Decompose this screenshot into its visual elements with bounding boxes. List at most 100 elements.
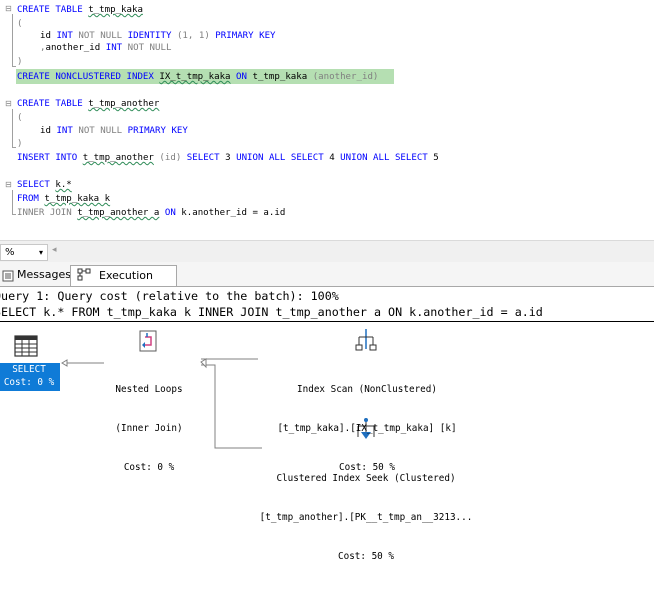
code-line-12: SELECT k.* — [17, 178, 72, 192]
keyword: NOT NULL — [78, 31, 123, 41]
select-node[interactable]: SELECT Cost: 0 % — [0, 363, 60, 391]
paren: ( — [17, 19, 23, 29]
keyword: INT — [56, 126, 73, 136]
keyword: NOT NULL — [78, 126, 123, 136]
code-line-9: id INT NOT NULL PRIMARY KEY — [40, 124, 188, 138]
keyword: ON — [164, 208, 176, 218]
arrowhead — [200, 358, 207, 369]
tab-messages[interactable]: Messages — [0, 265, 71, 285]
keyword: INT — [56, 31, 73, 41]
code-line-7: CREATE TABLE t_tmp_another — [17, 97, 159, 111]
nested-loops-icon[interactable] — [139, 330, 157, 352]
execution-plan-icon — [77, 268, 91, 281]
paren: ) — [17, 139, 23, 149]
outline-guide-end — [12, 147, 16, 148]
index-scan-object: [t_tmp_kaka].[IX_t_tmp_kaka] [k] — [277, 423, 457, 434]
literal: 3 — [225, 153, 231, 163]
zoom-value: % — [5, 247, 15, 258]
index-scan-cost: Cost: 50 % — [339, 462, 395, 473]
results-tabs: Messages Execution plan — [0, 262, 654, 302]
outline-guide — [12, 190, 13, 214]
query-text-line: SELECT k.* FROM t_tmp_kaka k INNER JOIN … — [0, 305, 543, 319]
identifier: t_tmp_kaka k — [44, 194, 111, 204]
identifier: t_tmp_another — [88, 99, 160, 109]
keyword: SELECT — [186, 153, 220, 163]
keyword: UNION ALL — [340, 153, 390, 163]
collapse-icon[interactable]: ⊟ — [5, 99, 12, 108]
code-line-6: CREATE NONCLUSTERED INDEX IX_t_tmp_kaka … — [17, 70, 378, 84]
literal: 5 — [433, 153, 439, 163]
chevron-down-icon: ▾ — [38, 248, 43, 257]
comma: , — [40, 43, 46, 53]
index-seek-node[interactable]: Clustered Index Seek (Clustered) [t_tmp_… — [236, 446, 496, 589]
arrowhead — [61, 359, 68, 367]
outline-guide — [12, 109, 13, 147]
code-line-3: id INT NOT NULL IDENTITY (1, 1) PRIMARY … — [40, 29, 276, 43]
keyword: SELECT — [290, 153, 324, 163]
identifier: t_tmp_kaka — [252, 72, 308, 82]
query-header: Query 1: Query cost (relative to the bat… — [0, 287, 654, 322]
keyword: FROM — [17, 194, 39, 204]
identifier: IX_t_tmp_kaka — [159, 72, 231, 82]
index-scan-node[interactable]: Index Scan (NonClustered) [t_tmp_kaka].[… — [252, 357, 482, 500]
nested-loops-subtitle: (Inner Join) — [115, 423, 183, 434]
outline-guide-end — [12, 214, 16, 215]
keyword: SELECT — [394, 153, 428, 163]
editor-status-bar: % ▾ ◂ — [0, 240, 654, 263]
index-scan-icon[interactable] — [355, 329, 377, 351]
nested-loops-cost: Cost: 0 % — [123, 462, 175, 473]
index-seek-title: Clustered Index Seek (Clustered) — [276, 473, 456, 484]
keyword: ON — [236, 72, 247, 82]
tab-execution-plan[interactable]: Execution plan — [70, 265, 177, 302]
index-seek-cost: Cost: 50 % — [338, 551, 394, 562]
code-line-14: INNER JOIN t_tmp_another a ON k.another_… — [17, 206, 285, 220]
paren: ) — [17, 57, 23, 67]
zoom-dropdown[interactable]: % ▾ — [0, 244, 48, 261]
keyword: INSERT INTO — [17, 153, 78, 163]
code-line-5: ) — [17, 55, 22, 69]
select-node-cost: Cost: 0 % — [3, 377, 55, 388]
identifier: t_tmp_another — [82, 153, 154, 163]
messages-icon — [2, 270, 14, 282]
keyword: INT — [105, 43, 123, 53]
plan-connectors — [14, 329, 377, 449]
code-line-1: CREATE TABLE t_tmp_kaka — [17, 3, 143, 17]
keyword: SELECT — [17, 180, 50, 190]
current-line-highlight — [16, 69, 394, 84]
code-line-2: ( — [17, 17, 22, 31]
keyword: CREATE TABLE — [17, 5, 83, 15]
condition: k.another_id = a.id — [181, 208, 286, 218]
nested-loops-title: Nested Loops — [115, 384, 183, 395]
columns: (id) — [159, 153, 182, 163]
keyword: UNION ALL — [236, 153, 286, 163]
keyword: INNER JOIN — [17, 208, 72, 218]
outline-guide-end — [12, 66, 16, 67]
collapse-icon[interactable]: ⊟ — [5, 4, 12, 13]
identifier: t_tmp_another a — [77, 208, 160, 218]
identifier: id — [40, 126, 51, 136]
keyword: PRIMARY KEY — [127, 126, 188, 136]
columns: (another_id) — [312, 72, 379, 82]
args: (1, 1) — [176, 31, 210, 41]
identifier: another_id — [45, 43, 101, 53]
execution-plan-pane[interactable]: Query 1: Query cost (relative to the bat… — [0, 287, 654, 562]
identifier: t_tmp_kaka — [88, 5, 143, 15]
sql-editor[interactable]: ⊟ ⊟ ⊟ CREATE TABLE t_tmp_kaka ( id INT N… — [0, 0, 654, 240]
code-line-13: FROM t_tmp_kaka k — [17, 192, 110, 206]
outline-guide — [12, 14, 13, 66]
keyword: NOT NULL — [127, 43, 172, 53]
literal: 4 — [329, 153, 335, 163]
select-node-icon[interactable] — [14, 335, 38, 357]
select-node-title: SELECT — [12, 364, 46, 375]
keyword: CREATE TABLE — [17, 99, 83, 109]
nested-loops-node[interactable]: Nested Loops (Inner Join) Cost: 0 % — [104, 357, 194, 500]
index-seek-icon[interactable] — [357, 418, 375, 439]
index-seek-object: [t_tmp_another].[PK__t_tmp_an__3213... — [259, 512, 473, 523]
scroll-left-icon[interactable]: ◂ — [52, 245, 57, 255]
collapse-icon[interactable]: ⊟ — [5, 180, 12, 189]
index-scan-title: Index Scan (NonClustered) — [297, 384, 437, 395]
code-line-4: ,another_id INT NOT NULL — [40, 41, 171, 55]
identifier: id — [40, 31, 51, 41]
keyword: IDENTITY — [127, 31, 172, 41]
arrow-index-seek — [201, 364, 262, 449]
